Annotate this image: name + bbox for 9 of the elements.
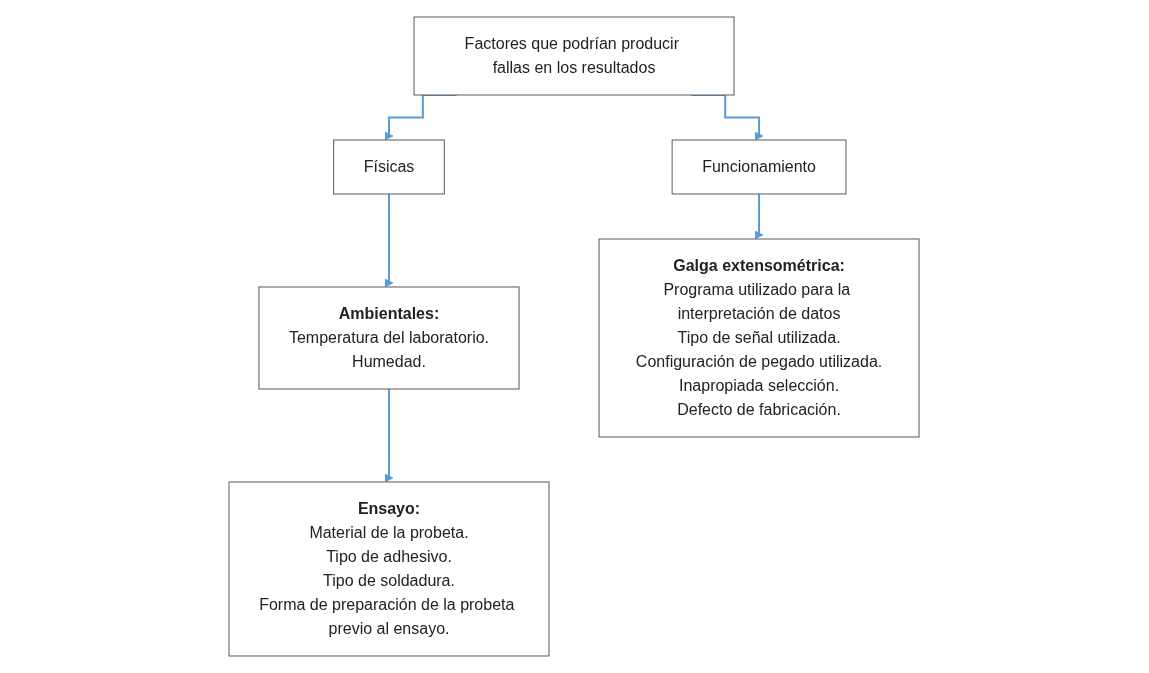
- node-box: Galga extensométrica: Programa utilizado para la interpretación de datos Tipo de señal utilizada. Configuración de pegado utilizada. Inapropiada selección. Defecto de fabricación.: [599, 238, 920, 438]
- node-box: Factores que podrían producir fallas en los resultados: [414, 16, 735, 96]
- node-box: Físicas: [333, 139, 446, 195]
- arrow: [385, 388, 394, 483]
- arrow: [385, 193, 394, 288]
- node-box: Ensayo: Material de la probeta. Tipo de adhesivo. Tipo de soldadura. Forma de preparación de la probeta previo al ensayo.: [228, 481, 550, 657]
- node-box: Funcionamiento: [672, 139, 847, 195]
- arrow: [755, 193, 764, 240]
- node-box: Ambientales: Temperatura del laboratorio. Humedad.: [258, 286, 520, 390]
